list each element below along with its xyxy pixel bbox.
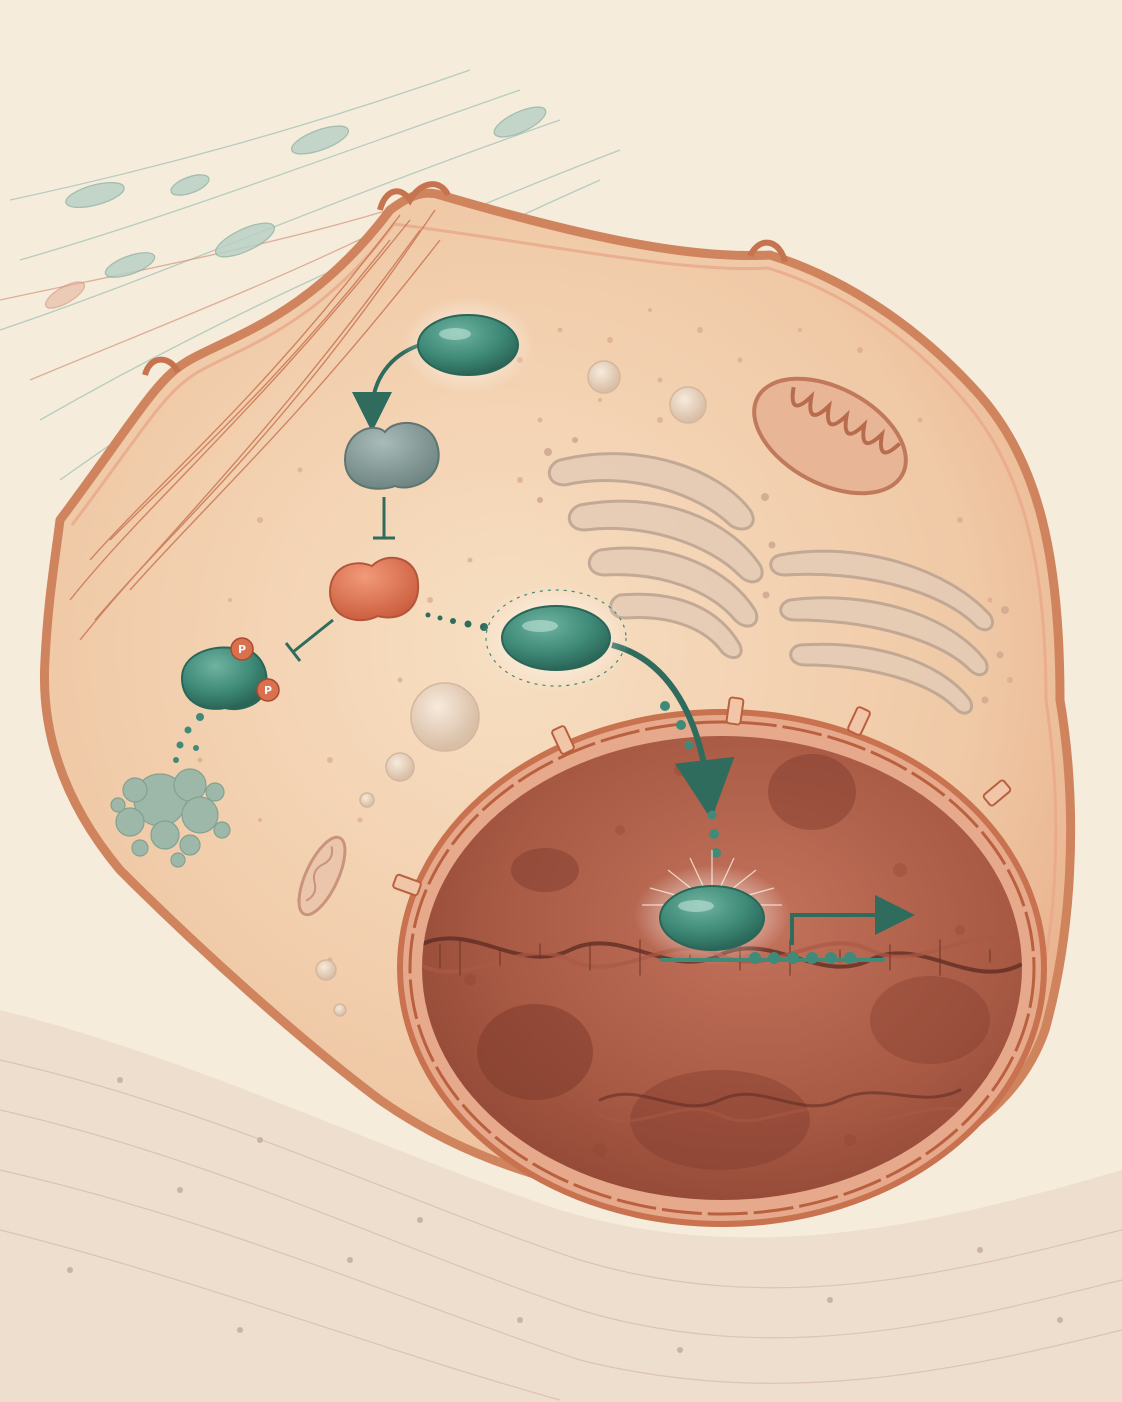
transcription-start-arrow (790, 895, 915, 945)
dna-bound-factor (634, 850, 790, 965)
tissue-background (0, 1010, 1122, 1402)
vesicles (315, 360, 707, 1017)
degradation-cluster (110, 768, 231, 868)
receptor-protein (402, 297, 534, 393)
phospho-group-1: P (230, 637, 254, 661)
chromatin (464, 754, 995, 1170)
golgi-apparatus (547, 452, 994, 715)
gene-dots (749, 952, 856, 964)
inhibition-line-2 (292, 618, 334, 654)
golgi-vesicles (537, 437, 1009, 704)
transcription-factor (480, 584, 632, 692)
small-mitochondrion (297, 835, 347, 917)
nuclear-pores (392, 696, 1012, 897)
translocation-arrow (611, 642, 735, 820)
nucleus (392, 696, 1047, 1227)
translocation-dots (660, 701, 721, 858)
mitochondrion (752, 376, 908, 496)
phospho-label-1: P (238, 643, 246, 656)
adapter-protein (343, 421, 440, 490)
gene-locus (660, 895, 915, 964)
phospho-group-2: P (256, 678, 280, 702)
phosphorylated-protein: P P (180, 637, 280, 710)
kinase-protein (328, 556, 420, 621)
inhibition-bar-2 (284, 642, 302, 662)
phospho-label-2: P (264, 684, 272, 697)
